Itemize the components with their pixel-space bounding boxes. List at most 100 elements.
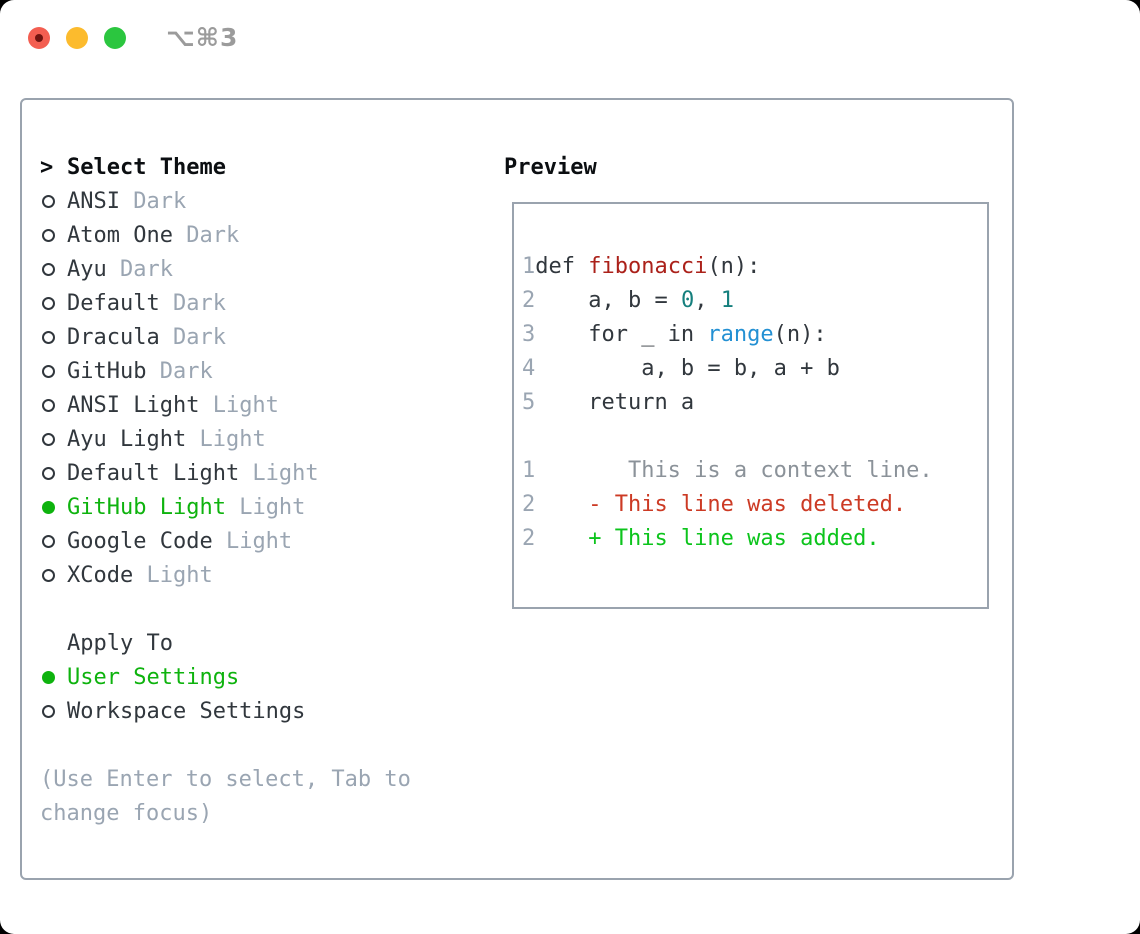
radio-icon — [42, 568, 55, 582]
radio-icon — [42, 534, 55, 548]
variant-tag: Light — [186, 426, 266, 452]
preview-line: 4 a, b = b, a + b — [522, 352, 987, 386]
line-number: 1 — [522, 254, 536, 279]
spacer — [40, 592, 480, 626]
variant-tag: Dark — [159, 290, 226, 316]
option-label: GitHub Light — [67, 494, 226, 520]
hint-line: change focus) — [40, 800, 213, 826]
preview-line: 2 - This line was deleted. — [522, 488, 987, 522]
theme-item-default-light[interactable]: Default Light Light — [40, 456, 480, 490]
line-number: 3 — [522, 322, 536, 347]
option-label: User Settings — [67, 664, 240, 690]
radio-icon — [42, 466, 55, 480]
code-segment-ctx: This is a context line. — [535, 458, 933, 483]
line-number: 1 — [522, 458, 536, 483]
minimize-button[interactable] — [66, 27, 88, 49]
radio-icon — [42, 262, 55, 276]
preview-header: Preview — [504, 150, 597, 184]
option-label: Atom One — [67, 222, 173, 248]
option-label: GitHub — [67, 358, 147, 384]
variant-tag: Light — [199, 392, 279, 418]
code-segment-del: - This line was deleted. — [535, 492, 907, 517]
variant-tag: Light — [225, 494, 306, 520]
theme-item-default[interactable]: Default Dark — [40, 286, 480, 320]
select-theme-header: > Select Theme — [40, 150, 480, 184]
code-segment-code: a, b = b, a + b — [535, 356, 840, 381]
code-segment-code: a, b = — [535, 288, 681, 313]
radio-icon — [42, 398, 55, 412]
option-label: ANSI Light — [67, 392, 200, 418]
radio-icon — [42, 194, 55, 208]
preview-line — [522, 420, 987, 454]
option-label: Workspace Settings — [67, 698, 306, 724]
apply-option-workspace-settings[interactable]: Workspace Settings — [40, 694, 480, 728]
theme-item-dracula[interactable]: Dracula Dark — [40, 320, 480, 354]
code-segment-func: fibonacci — [588, 254, 708, 279]
line-number: 2 — [522, 492, 536, 517]
radio-icon — [42, 228, 55, 242]
radio-icon — [42, 364, 55, 378]
theme-item-ayu-light[interactable]: Ayu Light Light — [40, 422, 480, 456]
theme-item-ansi[interactable]: ANSI Dark — [40, 184, 480, 218]
radio-icon — [42, 330, 55, 344]
theme-item-github-light[interactable]: GitHub Light Light — [40, 490, 480, 524]
theme-item-xcode[interactable]: XCode Light — [40, 558, 480, 592]
option-label: XCode — [67, 562, 134, 588]
spacer — [40, 728, 480, 762]
radio-icon — [42, 296, 55, 310]
option-label: Ayu Light — [67, 426, 187, 452]
close-button[interactable] — [28, 27, 50, 49]
apply-to-label: Apply To — [67, 630, 173, 656]
option-label: ANSI — [67, 188, 120, 214]
variant-tag: Light — [239, 460, 319, 486]
line-number: 2 — [522, 288, 536, 313]
hint-line: (Use Enter to select, Tab to — [40, 766, 411, 792]
option-label: Default — [67, 290, 160, 316]
option-label: Ayu — [67, 256, 107, 282]
radio-icon — [42, 432, 55, 446]
code-segment-code: for _ in — [535, 322, 708, 347]
variant-tag: Dark — [172, 222, 240, 248]
apply-option-user-settings[interactable]: User Settings — [40, 660, 480, 694]
radio-selected-icon — [42, 670, 55, 684]
preview-line: 2 a, b = 0, 1 — [522, 284, 987, 318]
radio-icon — [42, 704, 55, 718]
code-segment-add: + This line was added. — [535, 526, 880, 551]
theme-item-ansi-light[interactable]: ANSI Light Light — [40, 388, 480, 422]
variant-tag: Dark — [159, 324, 226, 350]
code-segment-code: def — [535, 254, 589, 279]
code-segment-code: return a — [535, 390, 695, 415]
code-segment-code: (n): — [773, 322, 827, 347]
preview-line: 1 This is a context line. — [522, 454, 987, 488]
line-number: 5 — [522, 390, 536, 415]
window-title: ⌥⌘3 — [166, 23, 239, 52]
preview-line: 3 for _ in range(n): — [522, 318, 987, 352]
preview-line: 1def fibonacci(n): — [522, 250, 987, 284]
variant-tag: Dark — [119, 188, 187, 214]
line-number: 4 — [522, 356, 536, 381]
preview-label: Preview — [504, 154, 597, 180]
variant-tag: Dark — [146, 358, 213, 384]
variant-tag: Light — [212, 528, 293, 554]
code-segment-code: , — [694, 288, 721, 313]
option-label: Default Light — [67, 460, 240, 486]
maximize-button[interactable] — [104, 27, 126, 49]
apply-to-header: Apply To — [40, 626, 480, 660]
theme-item-atom-one[interactable]: Atom One Dark — [40, 218, 480, 252]
code-segment-val: 1 — [720, 288, 734, 313]
titlebar: ⌥⌘3 — [0, 0, 1140, 76]
code-segment-val: 0 — [680, 288, 695, 313]
theme-item-github[interactable]: GitHub Dark — [40, 354, 480, 388]
option-label: Google Code — [67, 528, 213, 554]
theme-item-google-code[interactable]: Google Code Light — [40, 524, 480, 558]
code-segment-call: range — [707, 322, 774, 347]
theme-item-ayu[interactable]: Ayu Dark — [40, 252, 480, 286]
variant-tag: Light — [133, 562, 213, 588]
preview-line: 2 + This line was added. — [522, 522, 987, 556]
